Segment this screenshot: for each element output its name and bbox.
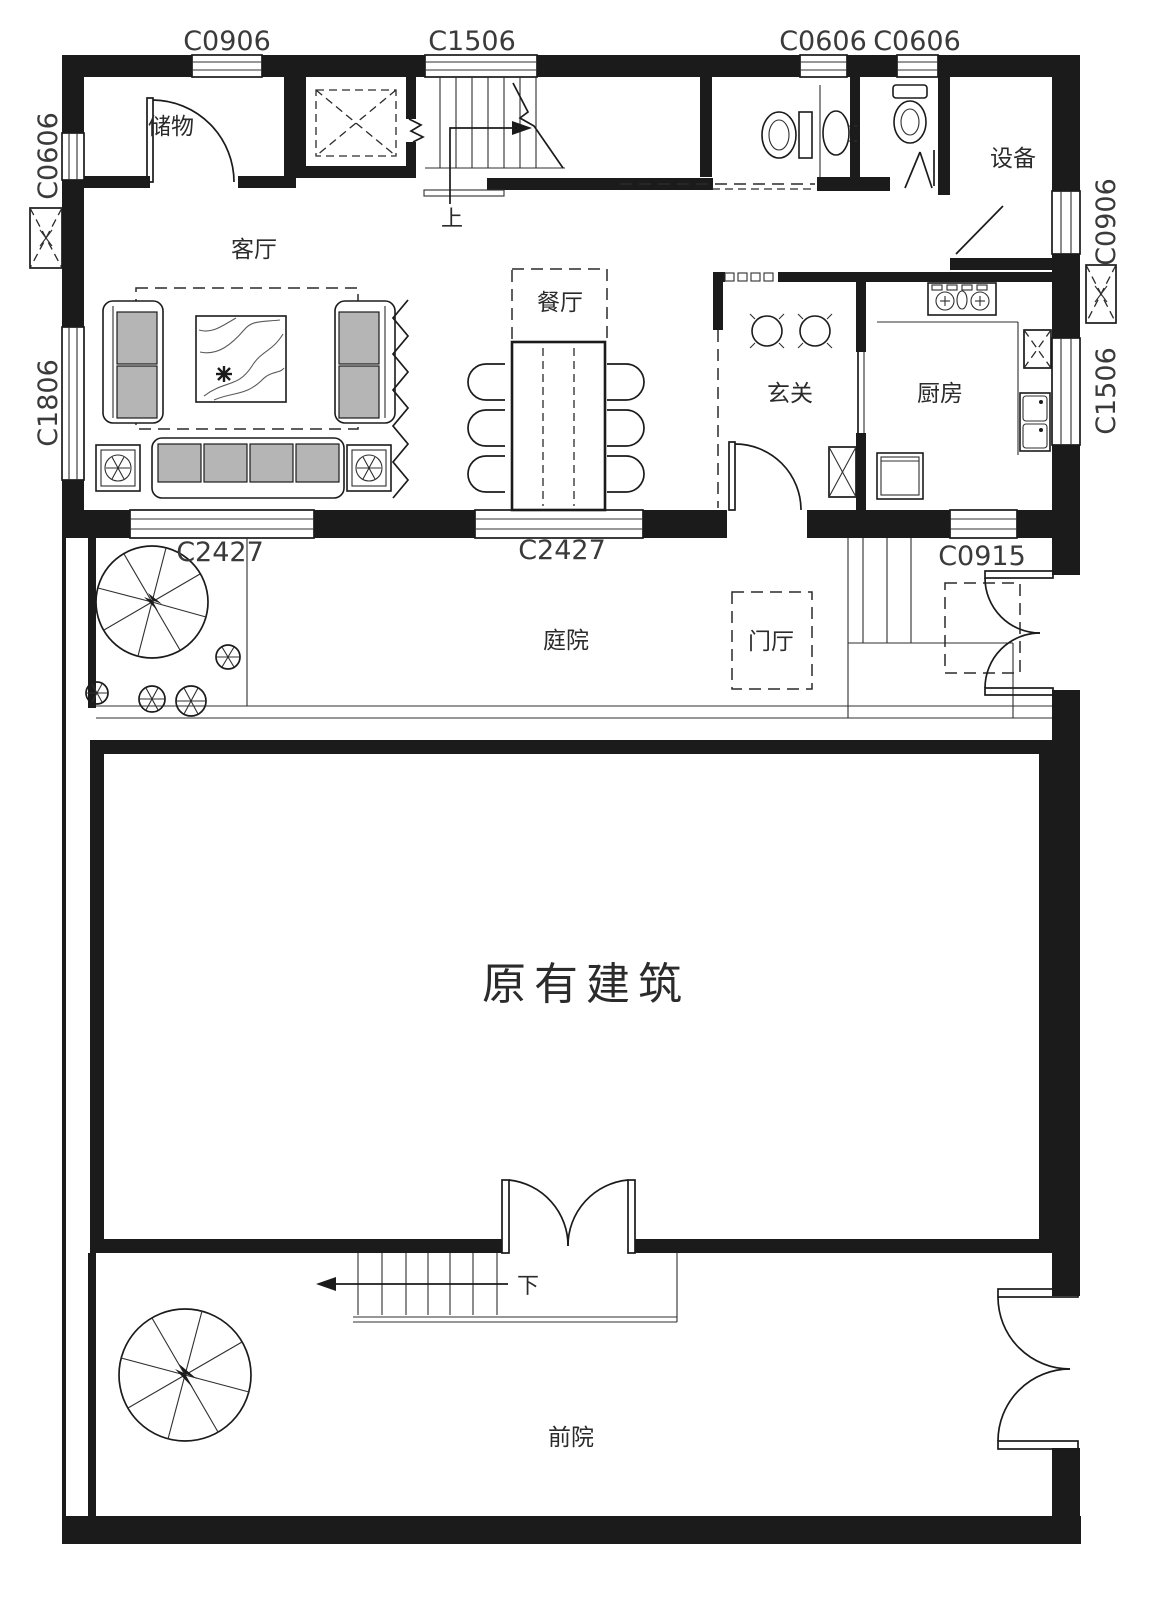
window-c0915 [949, 509, 1018, 539]
window-c1506-top [424, 54, 538, 78]
x-marker-right [1085, 264, 1117, 324]
living-sofa-main [151, 437, 345, 499]
label-window-c0906-top: C0906 [183, 26, 271, 57]
room-labels: 储物 客厅 餐厅 玄关 厨房 设备 庭院 门厅 原有建筑 前院 [148, 114, 1036, 1451]
label-stair-up: 上 [441, 207, 463, 232]
stair-sill [423, 189, 505, 197]
window-c0606-top-2 [896, 54, 939, 78]
label-entry-hall: 玄关 [767, 381, 813, 407]
label-stair-down: 下 [517, 1274, 539, 1299]
sink-icon [822, 110, 857, 156]
label-window-c1506-top: C1506 [428, 26, 516, 57]
stair-direction-labels: 上 下 [441, 207, 539, 1299]
window-labels: C0906 C1506 C0606 C0606 C0606 C1806 C090… [33, 26, 1122, 572]
front-gate [997, 1288, 1079, 1450]
label-window-c2427-1: C2427 [176, 537, 264, 568]
stair-break-line [512, 82, 564, 169]
living-sofa-left [102, 300, 164, 424]
storage-room-door [146, 97, 235, 183]
courtyard-bushes [85, 644, 241, 717]
interior-walls [84, 77, 1052, 510]
label-courtyard: 庭院 [543, 628, 589, 654]
wc-toilet-icon [892, 84, 928, 144]
window-c2427-1 [129, 509, 315, 539]
kitchen-sliding-door [857, 352, 865, 433]
canopy-dashed-box [944, 582, 1021, 674]
courtyard-tree [95, 545, 209, 659]
x-marker-entry [828, 446, 857, 498]
screen-zigzag [391, 299, 410, 499]
dining-chairs [467, 363, 645, 493]
south-boundary-wall [62, 1516, 1081, 1544]
label-equipment: 设备 [990, 146, 1036, 172]
elevator-shaft [315, 89, 425, 157]
table-star [216, 366, 232, 382]
window-c0906-top [191, 54, 263, 78]
label-front-yard: 前院 [548, 1425, 594, 1451]
stove-icon [927, 282, 997, 316]
label-kitchen: 厨房 [917, 381, 963, 407]
existing-building-walls [90, 740, 1053, 1253]
label-window-c0606-top-2: C0606 [873, 26, 961, 57]
label-living-room: 客厅 [231, 237, 277, 263]
label-window-c1506-right: C1506 [1091, 347, 1122, 435]
up-arrow [449, 121, 532, 204]
elevator-door-mark [408, 118, 425, 143]
toilet-icon [761, 111, 813, 159]
fridge-icon [876, 452, 924, 500]
label-window-c0906-right: C0906 [1091, 178, 1122, 266]
site-boundary-walls [62, 538, 1081, 1544]
foyer-dashed-box [731, 591, 813, 690]
plant-table-left [95, 444, 141, 492]
main-entry-door [728, 441, 802, 511]
porch-steps [847, 538, 1014, 718]
coffee-table [195, 315, 287, 403]
east-wall [1052, 77, 1080, 1516]
equipment-room-door [955, 205, 1004, 255]
label-window-c0606-left: C0606 [33, 112, 64, 200]
x-marker-left [29, 207, 63, 269]
house-south-wall [62, 510, 1080, 538]
wc-door-mark [904, 150, 935, 189]
window-c0606-top-1 [799, 54, 848, 78]
plant-table-right [346, 444, 392, 492]
stairs-down [353, 1253, 678, 1323]
window-c1506-right [1051, 337, 1081, 446]
label-window-c0915: C0915 [938, 541, 1026, 572]
building-entry-door [501, 1179, 636, 1254]
window-c1806-left [61, 326, 85, 481]
x-marker-kitchen [1023, 329, 1052, 369]
kitchen-sink-icon [1019, 392, 1051, 452]
front-yard-tree [118, 1308, 252, 1442]
property-line-west [62, 538, 66, 1516]
label-window-c1806-left: C1806 [33, 359, 64, 447]
kitchen-counter [877, 321, 1019, 455]
window-c2427-2 [474, 509, 644, 539]
label-storage: 储物 [148, 114, 194, 140]
label-dining-room: 餐厅 [537, 290, 583, 316]
label-existing-building: 原有建筑 [482, 959, 690, 1010]
down-arrow [316, 1277, 508, 1291]
staircase-up [423, 77, 565, 197]
courtyard-gate [984, 570, 1054, 696]
west-wall [62, 77, 84, 538]
entry-cabinet [724, 272, 774, 282]
north-wall [62, 55, 1080, 77]
bathroom [761, 84, 935, 189]
window-c0906-right [1051, 190, 1081, 255]
label-window-c2427-2: C2427 [518, 535, 606, 566]
living-sofa-right [334, 300, 396, 424]
dining-table [510, 340, 607, 512]
window-c0606-left [61, 132, 85, 181]
label-foyer: 门厅 [748, 629, 794, 655]
entry-stools [749, 313, 833, 349]
label-window-c0606-top-1: C0606 [779, 26, 867, 57]
